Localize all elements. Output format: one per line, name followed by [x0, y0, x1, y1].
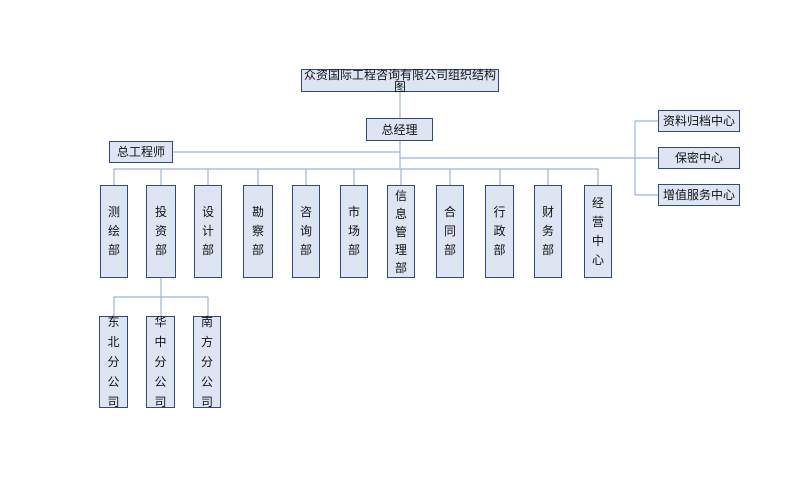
unit-archive-box: 资料归档中心: [658, 110, 740, 132]
dept-market-box: 市场部: [340, 185, 368, 278]
dept-exploration-box: 勘察部: [243, 185, 273, 278]
dept-finance-box: 财务部: [534, 185, 562, 278]
general-manager-label: 总经理: [381, 122, 418, 137]
branch-central-box: 华中分公司: [146, 315, 175, 409]
dept-contract-label: 合同部: [444, 205, 457, 257]
branch-south-box: 南方分公司: [193, 315, 221, 409]
dept-operations-label: 经营中心: [592, 195, 605, 267]
dept-consulting-box: 咨询部: [292, 185, 320, 278]
dept-operations-box: 经营中心: [584, 185, 612, 278]
dept-admin-box: 行政部: [485, 185, 514, 278]
dept-investment-box: 投资部: [146, 185, 176, 278]
chart-title-box: 众资国际工程咨询有限公司组织结构图: [301, 67, 499, 94]
dept-design-box: 设计部: [194, 185, 222, 278]
unit-archive-label: 资料归档中心: [662, 114, 735, 128]
branch-northeast-box: 东北分公司: [99, 315, 128, 409]
general-manager-box: 总经理: [366, 118, 433, 141]
branch-northeast-label: 东北分公司: [107, 315, 120, 409]
dept-exploration-label: 勘察部: [252, 205, 265, 257]
chief-engineer-label: 总工程师: [116, 145, 165, 159]
chief-engineer-box: 总工程师: [109, 141, 173, 163]
branch-south-label: 南方分公司: [201, 315, 214, 409]
unit-secrecy-label: 保密中心: [674, 151, 723, 165]
dept-design-label: 设计部: [202, 205, 215, 257]
dept-survey-label: 测绘部: [108, 205, 121, 257]
dept-admin-label: 行政部: [493, 205, 506, 257]
dept-finance-label: 财务部: [542, 205, 555, 257]
chart-title: 众资国际工程咨询有限公司组织结构图: [303, 67, 496, 94]
dept-market-label: 市场部: [348, 205, 361, 257]
dept-it-label: 信息管理部: [395, 188, 408, 275]
dept-it-box: 信息管理部: [387, 185, 415, 278]
unit-value-added-label: 增值服务中心: [662, 188, 735, 202]
branch-central-label: 华中分公司: [154, 315, 167, 409]
unit-secrecy-box: 保密中心: [658, 147, 740, 169]
dept-investment-label: 投资部: [155, 205, 168, 257]
dept-consulting-label: 咨询部: [300, 205, 313, 257]
dept-contract-box: 合同部: [436, 185, 464, 278]
unit-value-added-box: 增值服务中心: [658, 184, 740, 206]
dept-survey-box: 测绘部: [100, 185, 128, 278]
